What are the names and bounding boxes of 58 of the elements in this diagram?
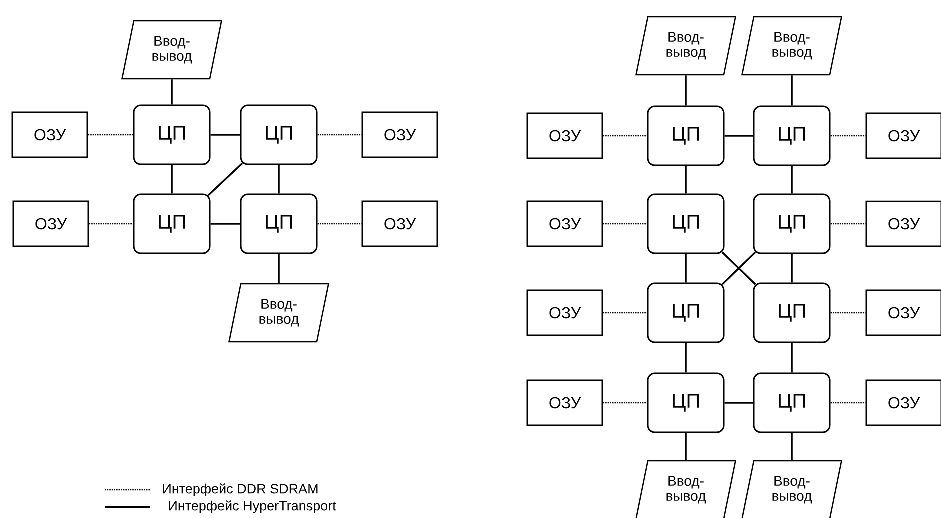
connector-line [210, 223, 240, 225]
cpu-box: ЦП [240, 104, 318, 166]
connector-line [791, 254, 793, 283]
memory-box: ОЗУ [866, 112, 941, 160]
connector-line [724, 135, 754, 137]
memory-box: ОЗУ [526, 380, 604, 426]
cpu-box: ЦП [133, 104, 211, 166]
connector-line [685, 166, 687, 194]
memory-box: ОЗУ [866, 380, 941, 426]
connector-line [603, 135, 648, 137]
connector-line [791, 76, 793, 106]
connector-line [171, 80, 173, 105]
connector-line [830, 312, 866, 314]
cpu-box: ЦП [753, 194, 831, 254]
connector-line [89, 223, 134, 225]
connector-line [685, 433, 687, 460]
cpu-box: ЦП [240, 194, 318, 254]
memory-box: ОЗУ [12, 200, 90, 248]
crossing-connectors [722, 252, 756, 286]
connector-line [210, 134, 240, 136]
memory-box: ОЗУ [866, 200, 941, 248]
connector-line [318, 223, 362, 225]
connector-line [830, 402, 866, 404]
connector-line [830, 223, 866, 225]
connector-line [171, 165, 173, 194]
connector-line [791, 166, 793, 194]
cpu-box: ЦП [753, 106, 831, 166]
connector-line [724, 402, 754, 404]
memory-box: ОЗУ [362, 200, 438, 248]
connector-line [208, 162, 244, 196]
cpu-box: ЦП [647, 372, 725, 434]
memory-box: ОЗУ [526, 200, 604, 248]
connector-line [278, 165, 280, 194]
connector-line [603, 402, 648, 404]
connector-line [791, 433, 793, 460]
connector-line [88, 134, 134, 136]
cpu-box: ЦП [753, 372, 831, 434]
connector-line [685, 76, 687, 106]
memory-box: ОЗУ [866, 290, 941, 336]
connector-line [791, 343, 793, 373]
memory-box: ОЗУ [12, 112, 88, 158]
cpu-box: ЦП [753, 282, 831, 344]
legend-text: Интерфейс HyperTransport [169, 500, 336, 514]
cpu-box: ЦП [647, 106, 725, 166]
cpu-box: ЦП [647, 282, 725, 344]
legend-text: Интерфейс DDR SDRAM [163, 484, 318, 496]
connector-line [685, 343, 687, 373]
connector-line [830, 135, 866, 137]
connector-line [603, 223, 648, 225]
connector-line [685, 254, 687, 283]
connector-line [318, 134, 362, 136]
cpu-box: ЦП [647, 194, 725, 254]
connector-line [278, 254, 280, 284]
cpu-box: ЦП [133, 194, 211, 254]
memory-box: ОЗУ [362, 112, 438, 158]
memory-box: ОЗУ [526, 112, 604, 160]
connector-line [603, 312, 648, 314]
memory-box: ОЗУ [526, 290, 604, 336]
